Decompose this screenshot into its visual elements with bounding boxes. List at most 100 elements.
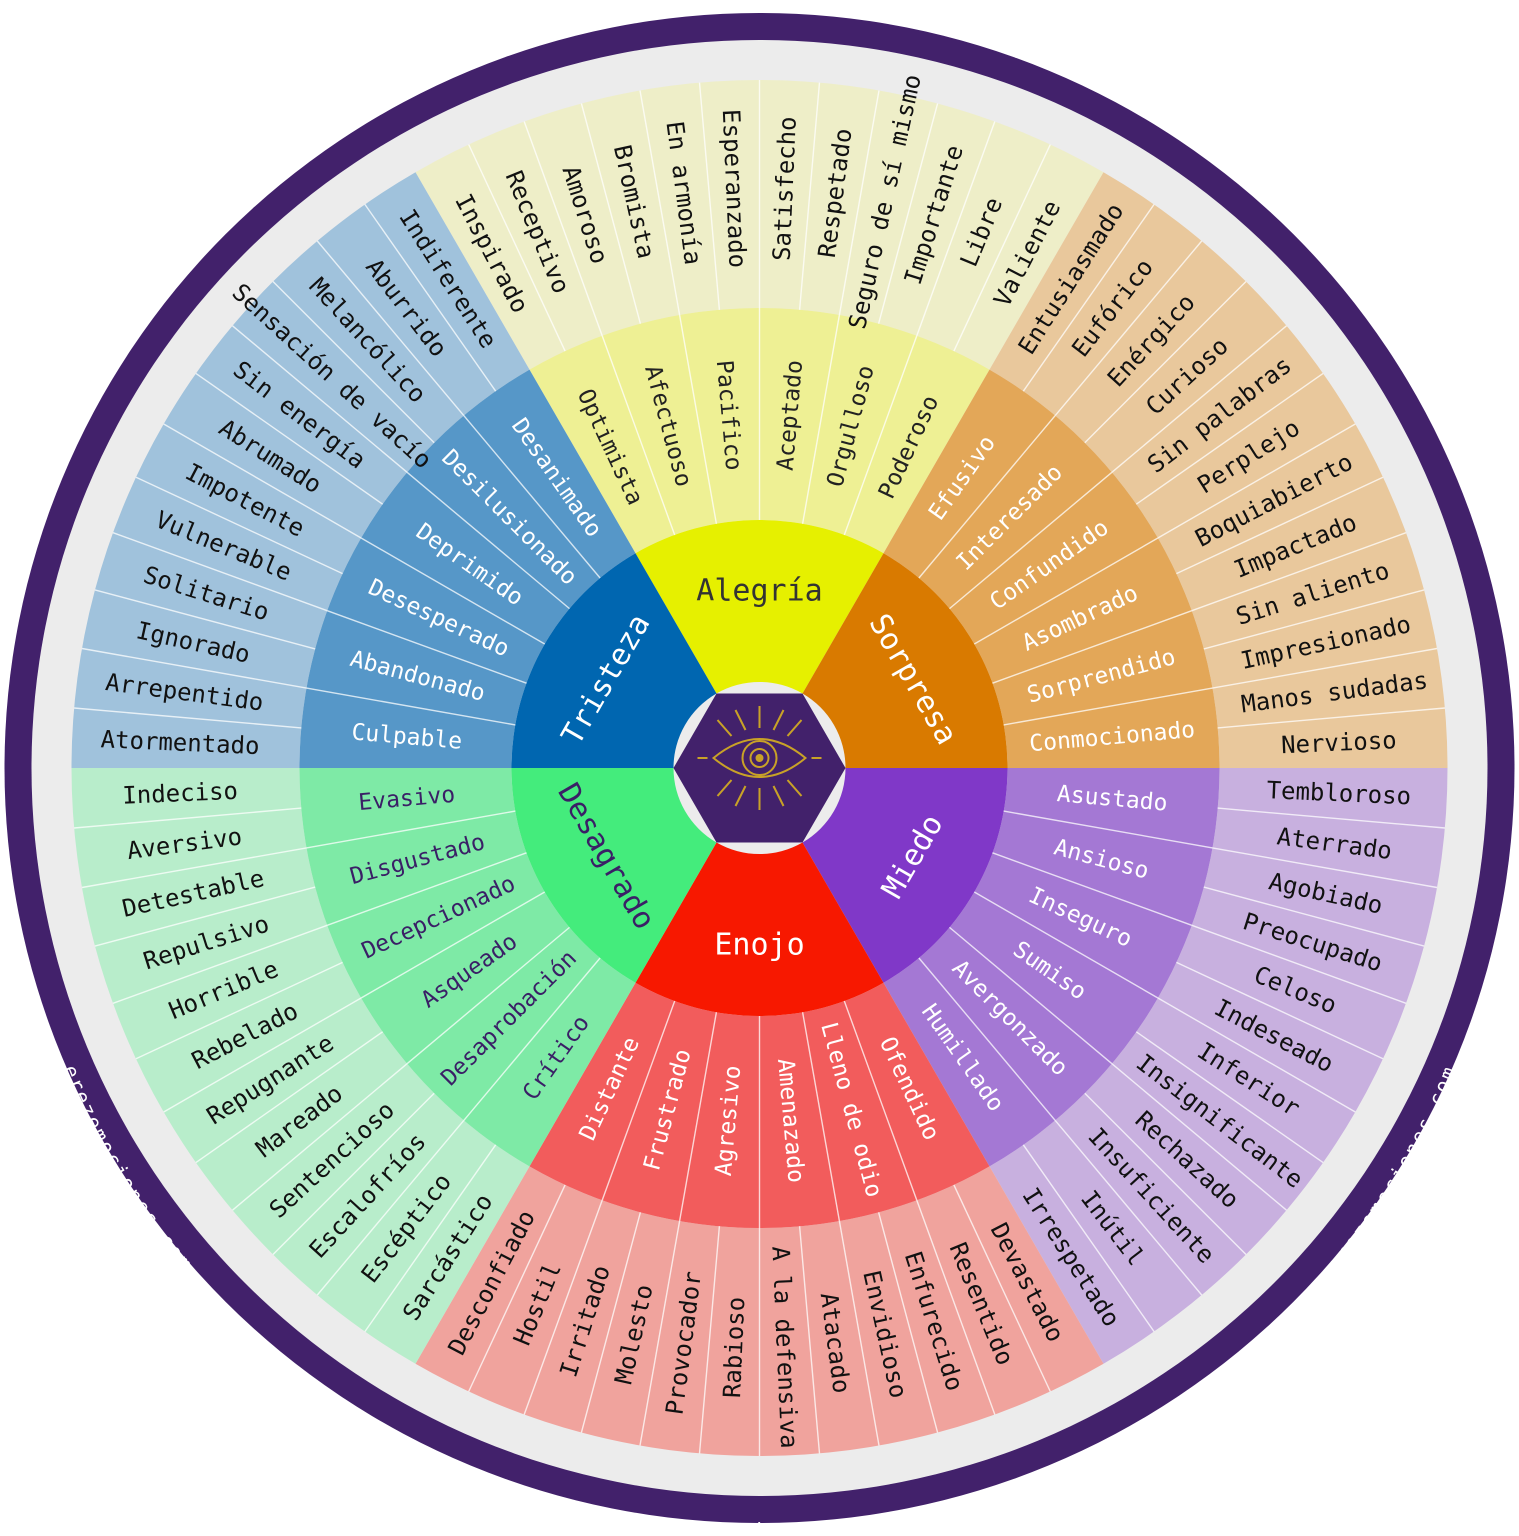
middle-divider (973, 537, 1159, 645)
outer-divider (916, 1200, 996, 1415)
core-sector-alegria (635, 519, 884, 694)
outer-divider (94, 886, 316, 947)
outer-divider (1111, 325, 1287, 473)
core-sector-tristeza (511, 553, 717, 768)
middle-divider (1003, 810, 1213, 849)
outer-divider (94, 589, 316, 650)
middle-divider (992, 852, 1193, 926)
middle-divider (918, 415, 1056, 579)
middle-divider (306, 810, 516, 849)
outer-divider (698, 82, 721, 310)
family-miedo: AsustadoAnsiosoInseguroSumisoAvergonzado… (802, 768, 1448, 1364)
outer-divider (698, 1226, 721, 1454)
middle-divider (601, 335, 676, 536)
outer-divider (1022, 203, 1155, 392)
middle-divider (406, 471, 570, 610)
outer-divider (1157, 423, 1356, 539)
outer-divider (163, 423, 362, 539)
outer-divider (523, 1200, 603, 1415)
outer-band-desagrado (71, 768, 530, 1364)
outer-divider (1203, 589, 1425, 650)
middle-divider (949, 926, 1113, 1065)
outer-divider (316, 1119, 465, 1296)
outer-divider (81, 647, 307, 689)
outer-divider (468, 1184, 566, 1392)
middle-divider (843, 335, 918, 536)
outer-band-sorpresa (989, 172, 1448, 768)
middle-band-miedo (883, 768, 1220, 1167)
outer-divider (81, 847, 307, 889)
family-tristeza: CulpableAbandonadoDesesperadoDeprimidoDe… (71, 172, 717, 768)
outer-divider (1111, 1063, 1287, 1211)
middle-divider (360, 891, 546, 999)
outer-divider (468, 144, 566, 352)
outer-divider (1054, 240, 1203, 417)
outer-divider (580, 103, 642, 324)
middle-divider (360, 537, 546, 645)
eye-icon (697, 706, 822, 810)
outer-divider (364, 203, 497, 392)
outer-divider (953, 144, 1051, 352)
middle-divider (463, 957, 601, 1121)
outer-divider (232, 1063, 408, 1211)
outer-label-tristeza: Atormentado (100, 725, 260, 760)
outer-label-miedo: Tembloroso (1266, 776, 1412, 810)
outer-divider (953, 1184, 1051, 1392)
family-desagrado: CríticoDesaprobaciónAsqueadoDecepcionado… (71, 768, 717, 1364)
outer-divider (1054, 1119, 1203, 1296)
outer-divider (1022, 1144, 1155, 1333)
outer-divider (1176, 476, 1384, 575)
outer-divider (838, 1220, 880, 1446)
outer-divider (1203, 886, 1425, 947)
middle-divider (463, 415, 601, 579)
outer-divider (916, 121, 996, 336)
outer-divider (523, 121, 603, 336)
middle-divider (678, 1012, 718, 1222)
outer-band-miedo (989, 768, 1448, 1364)
outer-divider (316, 240, 465, 417)
middle-divider (326, 610, 527, 684)
outer-divider (1135, 372, 1324, 505)
middle-divider (801, 314, 841, 524)
middle-divider (326, 852, 527, 926)
center-hub (673, 693, 846, 843)
outer-divider (580, 1212, 642, 1433)
outer-divider (135, 961, 343, 1060)
middle-band-desagrado (299, 768, 636, 1167)
middle-divider (406, 926, 570, 1065)
core-label-enojo: Enojo (714, 928, 804, 963)
outer-divider (1217, 707, 1445, 729)
middle-divider (949, 471, 1113, 610)
outer-label-desagrado: Indeciso (122, 777, 239, 810)
middle-divider (918, 957, 1056, 1121)
outer-divider (195, 372, 384, 505)
middle-band-tristeza (299, 369, 636, 768)
outer-divider (798, 1226, 821, 1454)
outer-divider (1191, 532, 1407, 612)
outer-divider (272, 281, 435, 444)
core-sector-sorpresa (802, 553, 1008, 768)
outer-label-alegria: Satisfecho (768, 116, 802, 262)
outer-label-sorpresa: Nervioso (1281, 726, 1398, 759)
middle-divider (678, 314, 718, 524)
core-sector-desagrado (511, 768, 717, 983)
core-label-alegria: Alegría (696, 574, 822, 609)
outer-divider (1176, 961, 1384, 1060)
outer-divider (1212, 847, 1438, 889)
outer-divider (1135, 1031, 1324, 1164)
outer-label-alegria: Esperanzado (717, 109, 752, 269)
outer-divider (112, 924, 328, 1004)
outer-divider (135, 476, 343, 575)
outer-divider (1217, 807, 1445, 829)
middle-divider (992, 610, 1193, 684)
outer-divider (877, 103, 939, 324)
outer-divider (1212, 647, 1438, 689)
outer-divider (639, 1220, 681, 1446)
outer-divider (272, 1092, 435, 1255)
middle-band-sorpresa (883, 369, 1220, 768)
outer-divider (639, 90, 681, 316)
outer-divider (163, 997, 362, 1113)
core-sector-enojo (635, 842, 884, 1017)
